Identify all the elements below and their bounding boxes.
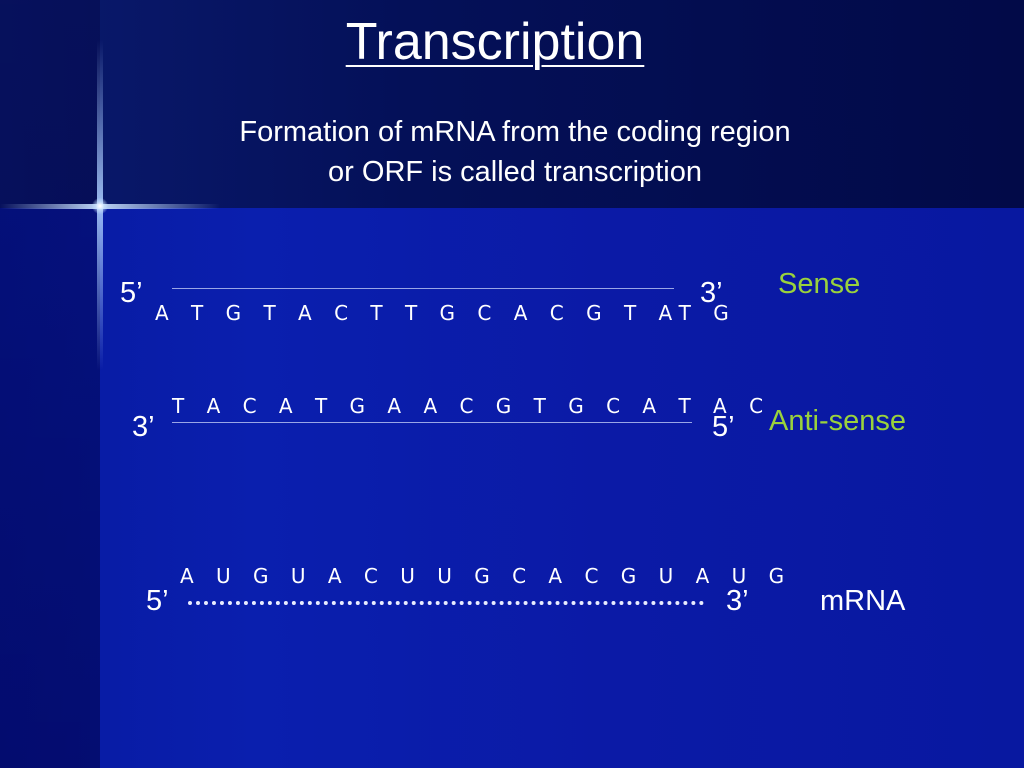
antisense-strand-label: Anti-sense: [769, 405, 907, 437]
light-flare-horizontal: [0, 204, 220, 209]
light-flare-core: [92, 198, 108, 214]
mrna-sequence: A U G U A C U U G C A C G U A U G: [180, 564, 793, 588]
background-left-band: [0, 0, 100, 768]
background-top: [0, 0, 1024, 208]
sense-strand-line: [172, 288, 674, 289]
mrna-label: mRNA: [820, 585, 906, 617]
mrna-3-prime-label: 3’: [726, 585, 749, 617]
subtitle-line-1: Formation of mRNA from the coding region: [239, 116, 791, 148]
sense-strand-label: Sense: [778, 268, 861, 300]
mrna-dotted-line: [188, 601, 704, 605]
antisense-sequence: T A C A T G A A C G T G C A T A C: [172, 394, 772, 418]
slide-subtitle: Formation of mRNA from the coding region…: [140, 112, 890, 192]
background-bottom: [0, 208, 1024, 768]
sense-3-prime-label: 3’: [700, 277, 723, 309]
subtitle-line-2: or ORF is called transcription: [328, 156, 702, 188]
slide-title: Transcription: [345, 13, 645, 71]
sense-5-prime-label: 5’: [120, 277, 143, 309]
antisense-strand-line: [172, 422, 692, 423]
antisense-3-prime-label: 3’: [132, 411, 155, 443]
sense-sequence: A T G T A C T T G C A C G T AT G: [155, 301, 737, 325]
antisense-5-prime-label: 5’: [712, 411, 735, 443]
mrna-5-prime-label: 5’: [146, 585, 169, 617]
